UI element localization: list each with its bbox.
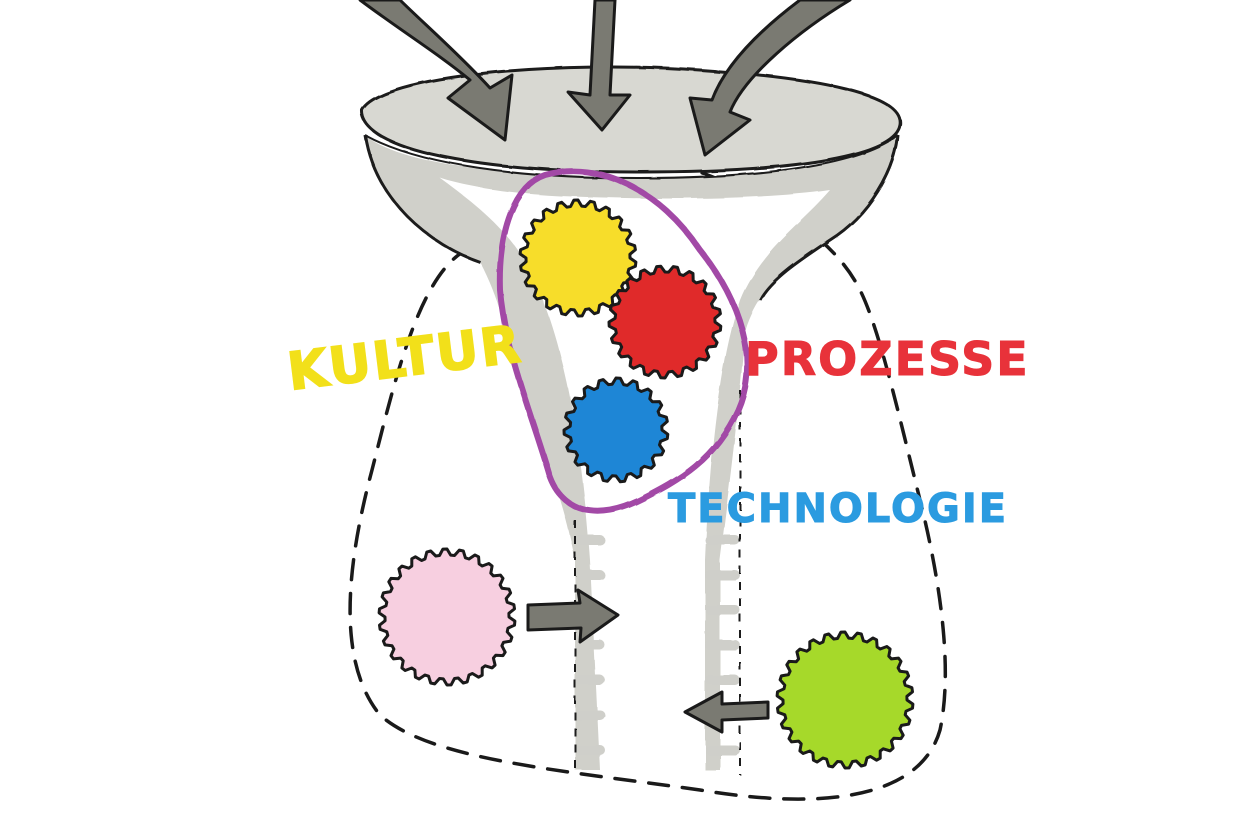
gear-pink-icon [377,547,517,687]
arrow-down-icon [688,0,852,157]
arrow-right-icon [526,588,620,644]
gear-yellow-icon [518,198,638,318]
gear-green-icon [775,630,915,770]
label-kultur: KULTUR [284,315,525,403]
purple-focus-outline [496,168,751,515]
gear-blue-icon [562,376,670,484]
arrow-down-icon [566,0,632,132]
arrow-down-icon [358,0,514,142]
gear-red-icon [607,264,723,380]
label-technologie: TECHNOLOGIE [668,486,1008,532]
arrow-left-icon [683,690,770,734]
label-prozesse: PROZESSE [745,332,1030,386]
